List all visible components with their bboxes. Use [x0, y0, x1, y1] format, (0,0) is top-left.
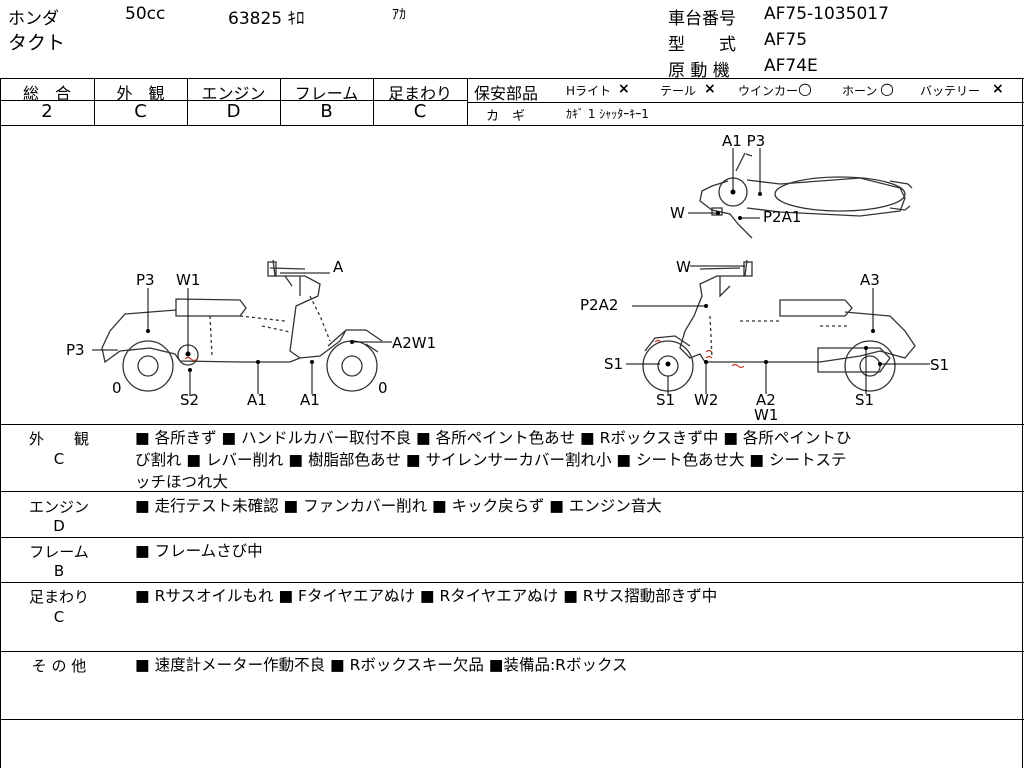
- safety-battery-mark: ×: [992, 81, 1004, 97]
- label-left-zero-rear: 0: [378, 379, 388, 397]
- label-right-s1-front: S1: [604, 355, 623, 373]
- label-top-w: W: [670, 204, 685, 222]
- section-line-2: [0, 537, 1024, 538]
- grade-header-overall: 総 合: [22, 84, 71, 103]
- grade-col-line-1: [94, 78, 95, 125]
- safety-label: 保安部品: [474, 84, 539, 103]
- safety-divider: [468, 102, 1024, 103]
- section-title-other: そ の 他: [31, 657, 87, 675]
- label-top-a1p3: A1 P3: [722, 132, 765, 150]
- maker: ホンダ: [8, 9, 59, 29]
- safety-winker-mark: ○: [798, 79, 812, 98]
- frame-label: 車台番号: [668, 9, 736, 29]
- grade-col-line-2: [187, 78, 188, 125]
- damage-diagram: A1 P3 W P2A1 A P3 W1 P3 A2W1 0 0 S2 A1 A…: [66, 132, 949, 424]
- grade-value-suspension: C: [413, 101, 427, 122]
- safety-tail: テール: [660, 84, 697, 98]
- model-name: タクト: [8, 32, 66, 54]
- label-left-w1: W1: [176, 271, 200, 289]
- grade-col-line-3: [280, 78, 281, 125]
- engine-value: AF74E: [764, 56, 818, 76]
- section-text-suspension: ■ Rサスオイルもれ ■ Fタイヤエアぬけ ■ Rタイヤエアぬけ ■ Rサス摺動…: [135, 587, 718, 605]
- section-title-engine: エンジン: [28, 498, 89, 516]
- damage-mark-1: [184, 356, 198, 362]
- key-value: ｶｷﾞ 1 ｼｬｯﾀｰｷｰ1: [566, 107, 649, 121]
- label-right-s1-bottom: S1: [656, 391, 675, 409]
- outer-border-right: [1022, 78, 1023, 768]
- safety-horn: ホーン: [842, 84, 878, 98]
- engine-label: 原 動 機: [668, 61, 730, 81]
- safety-tail-mark: ×: [704, 81, 716, 97]
- section-title-exterior: 外 観: [28, 430, 89, 448]
- mileage: 63825 ｷﾛ: [228, 9, 305, 29]
- outer-border-left: [0, 78, 1, 768]
- label-left-zero-front: 0: [112, 379, 122, 397]
- type-label: 型 式: [668, 35, 736, 55]
- section-line-1: [0, 491, 1024, 492]
- section-text-exterior: ■ 各所きず ■ ハンドルカバー取付不良 ■ 各所ペイント色あせ ■ Rボックス…: [135, 429, 852, 491]
- damage-mark-3: [705, 349, 713, 359]
- grade-bottom-line: [0, 125, 1024, 126]
- label-right-w2: W2: [694, 391, 718, 409]
- label-left-a: A: [333, 258, 344, 276]
- section-line-5: [0, 719, 1024, 720]
- scooter-right-view: [642, 259, 916, 392]
- safety-winker: ウインカー: [738, 84, 799, 98]
- damage-mark-2: [654, 339, 662, 343]
- label-right-w1: W1: [754, 406, 778, 424]
- section-line-3: [0, 582, 1024, 583]
- grade-value-engine: D: [226, 101, 241, 122]
- color: ｱｶ: [392, 7, 406, 23]
- section-grade-exterior: C: [53, 450, 65, 468]
- label-left-a2w1: A2W1: [392, 334, 436, 352]
- section-text-other: ■ 速度計メーター作動不良 ■ Rボックスキー欠品 ■装備品:Rボックス: [135, 656, 628, 674]
- outer-border-top: [0, 78, 1024, 79]
- label-left-a1-rear: A1: [300, 391, 320, 409]
- scooter-top-view: [699, 152, 913, 239]
- label-right-a2: A2: [756, 391, 776, 409]
- grade-col-line-5: [467, 78, 468, 125]
- label-left-s2: S2: [180, 391, 199, 409]
- label-right-w: W: [676, 258, 691, 276]
- grade-value-frame: B: [320, 101, 333, 122]
- label-top-p2a1: P2A1: [763, 208, 801, 226]
- label-left-p3-top: P3: [136, 271, 155, 289]
- section-line-4: [0, 651, 1024, 652]
- grade-col-line-4: [373, 78, 374, 125]
- section-title-suspension: 足まわり: [28, 588, 89, 606]
- grade-header-suspension: 足まわり: [387, 84, 452, 103]
- safety-horn-mark: ○: [880, 79, 894, 98]
- label-right-s1-rear-bottom: S1: [855, 391, 874, 409]
- safety-headlight: Hライト: [566, 84, 612, 98]
- displacement: 50cc: [125, 4, 166, 24]
- safety-headlight-mark: ×: [618, 81, 630, 97]
- safety-battery: バッテリー: [920, 84, 981, 98]
- damage-mark-4: [731, 363, 745, 369]
- section-title-frame: フレーム: [29, 543, 89, 561]
- grade-header-frame: フレーム: [294, 84, 359, 103]
- grade-header-exterior: 外 観: [116, 84, 165, 103]
- key-label: カ ギ: [486, 109, 526, 124]
- grade-header-divider: [0, 100, 468, 101]
- section-grade-frame: B: [53, 562, 65, 580]
- diagram-bottom-line: [0, 424, 1024, 425]
- section-grade-engine: D: [53, 517, 65, 535]
- label-left-p3-front: P3: [66, 341, 85, 359]
- grade-header-engine: エンジン: [201, 84, 266, 103]
- label-right-s1-rear: S1: [930, 356, 949, 374]
- label-right-p2a2: P2A2: [580, 296, 618, 314]
- frame-value: AF75-1035017: [764, 4, 889, 24]
- grade-value-overall: 2: [41, 101, 53, 122]
- section-grade-suspension: C: [53, 608, 65, 626]
- section-text-engine: ■ 走行テスト未確認 ■ ファンカバー削れ ■ キック戻らず ■ エンジン音大: [135, 497, 662, 515]
- label-right-a3: A3: [860, 271, 880, 289]
- section-text-frame: ■ フレームさび中: [135, 542, 263, 560]
- label-left-a1-mid: A1: [247, 391, 267, 409]
- grade-value-exterior: C: [134, 101, 147, 122]
- type-value: AF75: [764, 30, 808, 50]
